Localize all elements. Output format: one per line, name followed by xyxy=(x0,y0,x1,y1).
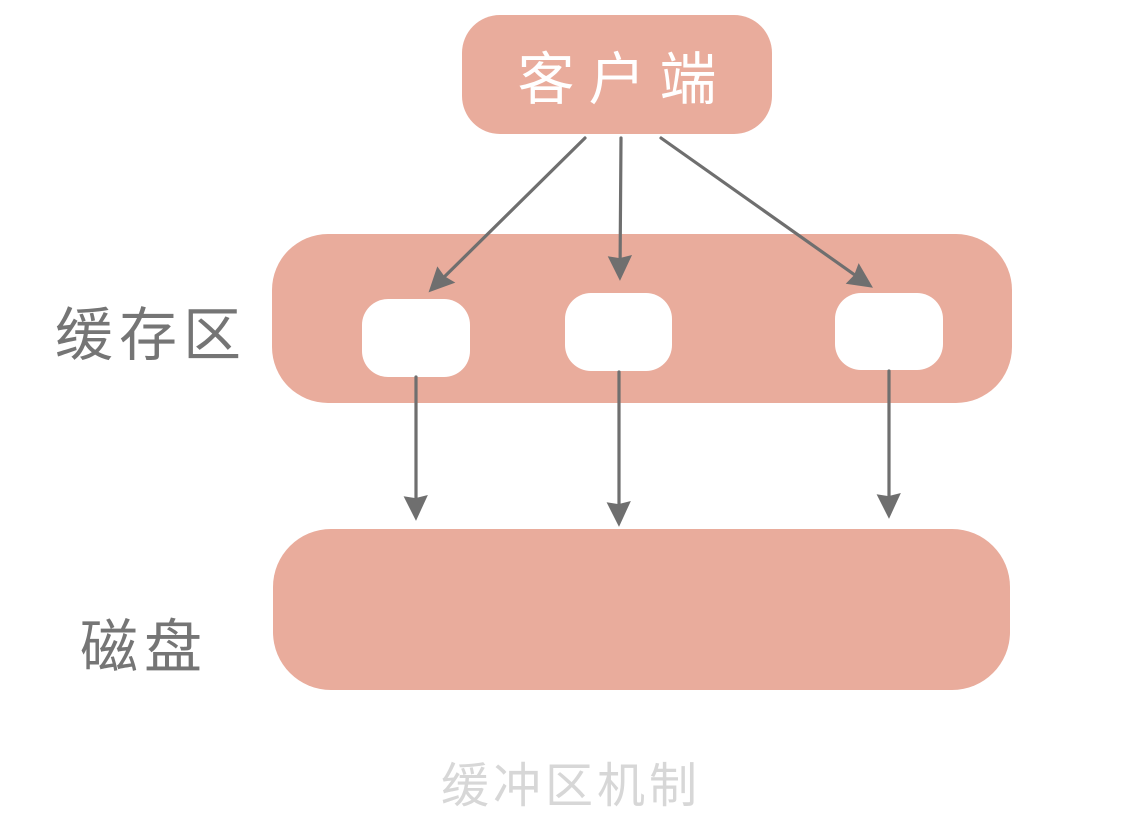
buffer-slot xyxy=(362,299,470,377)
client-node-label: 客户端 xyxy=(517,46,731,113)
diagram-caption: 缓冲区机制 xyxy=(440,758,701,814)
buffer-slot xyxy=(565,293,672,371)
client-node: 客户端 xyxy=(462,15,772,134)
buffer-slot xyxy=(835,293,943,370)
disk-label: 磁盘 xyxy=(80,613,209,681)
disk-bar xyxy=(273,529,1010,690)
buffer-label: 缓存区 xyxy=(55,301,248,369)
